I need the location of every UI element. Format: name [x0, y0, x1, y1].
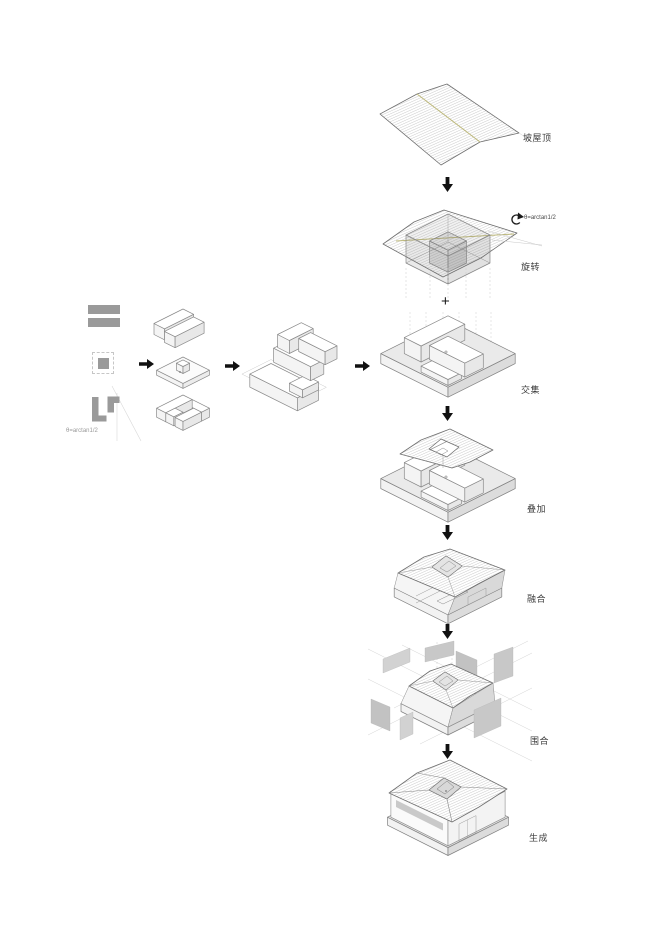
stage-intersection-drawing: [380, 312, 516, 398]
stage-enclose-drawing: [367, 640, 533, 762]
sketch-pinwheel-drawing: [156, 394, 210, 431]
stage-generate-drawing: [387, 759, 509, 856]
sketch-slab-cube-drawing: [156, 356, 210, 389]
stage-label-overlay: 叠加: [527, 504, 547, 514]
arrow-right-icon: [355, 361, 370, 371]
plus-operator: +: [441, 293, 450, 310]
sketch-bars-drawing: [153, 308, 205, 349]
arrow-down-icon: [442, 624, 453, 639]
stage-label-merge: 融合: [527, 594, 547, 604]
arrow-down-icon: [442, 525, 453, 540]
courtyard-square-fill: [98, 358, 109, 369]
stage-overlay-drawing: [380, 428, 516, 523]
bar-bottom: [88, 318, 120, 327]
stage-sloped-roof-drawing: [379, 83, 535, 166]
theta-caption: θ=arctan1/2: [66, 428, 98, 434]
stage-label-sloped-roof: 坡屋顶: [523, 133, 552, 143]
stage-merge-drawing: [393, 548, 506, 625]
stacked-bars-drawing: [241, 322, 338, 412]
stage-label-rotate: 旋转: [521, 262, 541, 272]
rotation-angle-label: θ=arctan1/2: [524, 215, 556, 221]
courtyard-square-symbol: [92, 352, 114, 374]
bar-top: [88, 305, 120, 314]
stage-label-generate: 生成: [529, 833, 549, 843]
stage-label-enclose: 围合: [530, 736, 550, 746]
arrow-right-icon: [139, 359, 154, 369]
arrow-down-icon: [442, 744, 453, 759]
arrow-down-icon: [442, 406, 453, 421]
stage-rotate-drawing: [382, 209, 543, 300]
arrow-down-icon: [442, 177, 453, 192]
pinwheel-l-symbol: [91, 396, 121, 423]
stage-label-intersection: 交集: [521, 385, 541, 395]
arrow-right-icon: [225, 361, 240, 371]
